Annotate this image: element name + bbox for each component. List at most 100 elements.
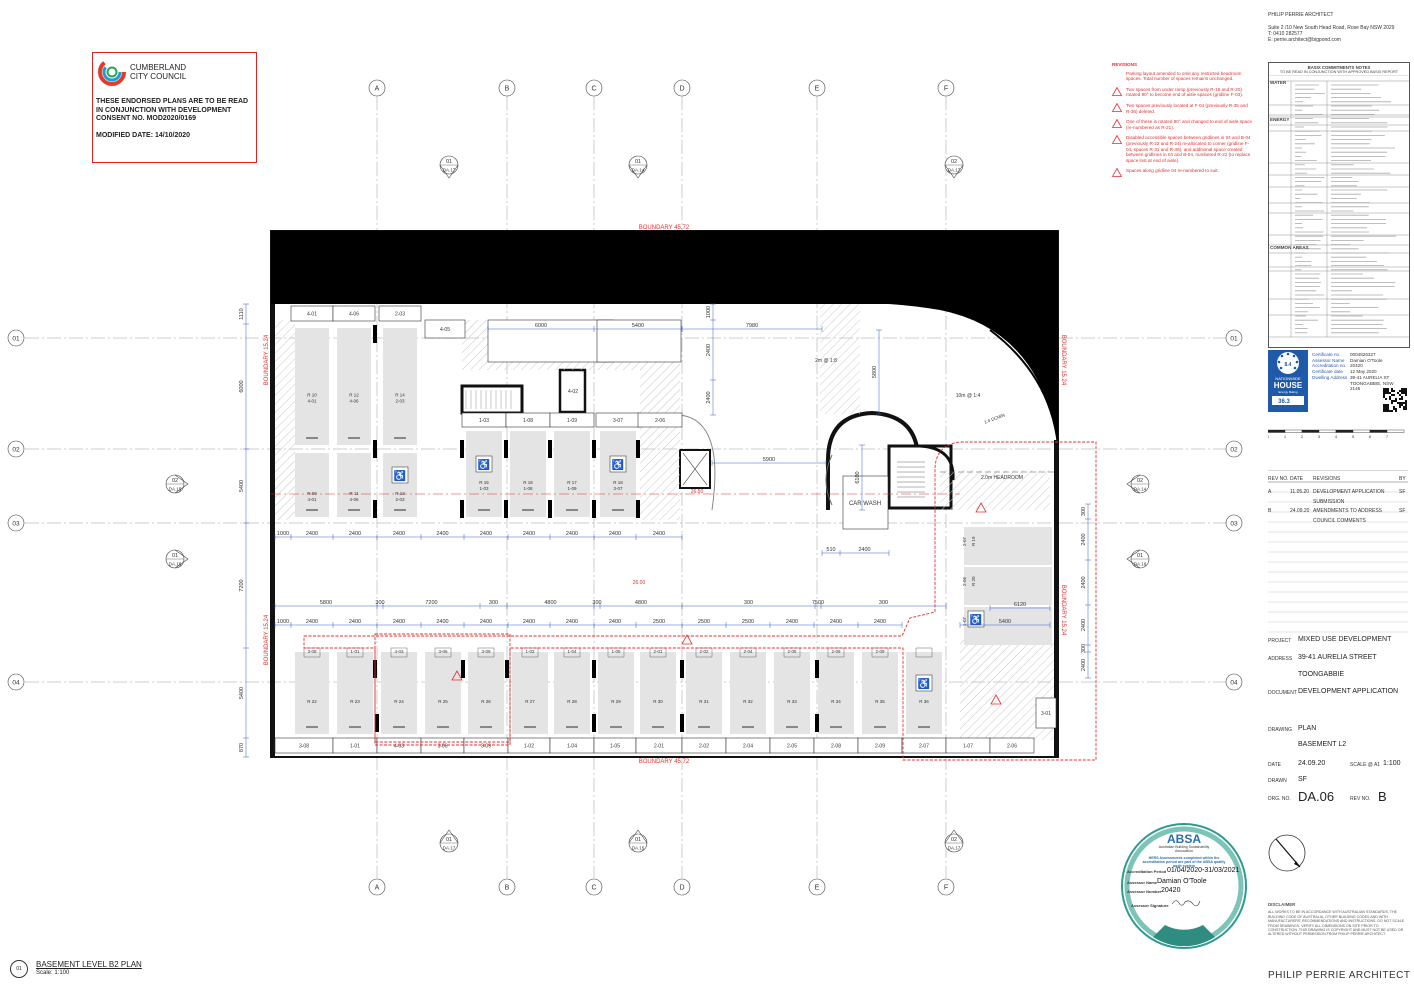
parking-space-row04-unit: 3-09	[481, 649, 491, 654]
parking-space-row04	[862, 652, 898, 734]
parking-space-row04-wheelstop	[698, 726, 710, 728]
dim-misc3-label: 6120	[1014, 602, 1026, 608]
dim-row-c-label: 2400	[874, 619, 886, 625]
scale-bar-tick: 5	[1352, 434, 1355, 439]
dim-carwash-label: 6100	[855, 471, 861, 483]
drg-no-label: DRG. NO.	[1268, 796, 1291, 802]
badge-line3: Energy Rating	[1278, 390, 1297, 394]
section-marker-ref: DA.17	[443, 846, 456, 851]
qr-module	[1383, 396, 1385, 398]
qr-module	[1401, 392, 1403, 394]
certificate-row-value: 12 May 2020	[1350, 369, 1377, 374]
structural-column	[592, 714, 596, 732]
scale-bar-segment	[1285, 430, 1302, 433]
structural-column	[461, 660, 465, 678]
basix-subtitle: TO BE READ IN CONJUNCTION WITH APPROVED …	[1269, 70, 1409, 74]
scale-value: 1:100	[1383, 760, 1401, 767]
revision-row-desc: AMENDMENTS TO ADDRESS	[1313, 508, 1382, 514]
storage-bottom-label: 2-08	[831, 744, 841, 750]
dim-row-b-label: 300	[375, 600, 384, 606]
drawn-label: DRAWN	[1268, 778, 1287, 784]
scale-bar-tick: 4	[1335, 434, 1338, 439]
dim-row-a-label: 2400	[393, 531, 405, 537]
scale-bar-tick: 6	[1369, 434, 1372, 439]
dim-row-c-label: 2400	[566, 619, 578, 625]
revision-row-desc: SUBMISSION	[1313, 499, 1344, 505]
parking-space-right	[964, 527, 1052, 565]
parking-space-row04	[686, 652, 722, 734]
section-marker: 02DA.17	[945, 156, 963, 178]
storage-bottom-label: 2-06	[1007, 744, 1017, 750]
revision-row-date: 24.09.20	[1290, 508, 1309, 514]
parking-space-mid-wheelstop	[522, 509, 534, 511]
address-label: ADDRESS	[1268, 656, 1292, 662]
hatched-zone	[275, 320, 295, 520]
qr-module	[1405, 394, 1407, 396]
storage-bottom-label: 2-09	[875, 744, 885, 750]
parking-space-row04	[425, 652, 461, 734]
date-value: 24.09.20	[1298, 760, 1325, 767]
energy-certificate: Certificate no.0004826327Assessor NameDa…	[1312, 352, 1394, 392]
dim-vert-right-label: 2400	[1081, 533, 1087, 545]
parking-space-row04-unit: 2-02	[699, 649, 709, 654]
qr-module	[1387, 388, 1389, 390]
parking-space-mid-rnumber: R 15	[479, 480, 489, 485]
parking-space-mid	[554, 431, 590, 517]
dim-vert-left-label: 5400	[239, 480, 245, 492]
dim-vert-right-label: 2400	[1081, 619, 1087, 631]
certificate-row-value: Damian O'Toole	[1350, 358, 1383, 363]
revision-triangle-icon	[1112, 168, 1122, 177]
parking-space-row04-unit: 1-05	[611, 649, 621, 654]
parking-space-upper-unit: 2-03	[395, 399, 405, 404]
absa-number: 20420	[1161, 887, 1180, 894]
parking-space-lower-unit: 4-01	[307, 497, 317, 502]
dim-row-a-label: 2400	[349, 531, 361, 537]
qr-module	[1387, 408, 1389, 410]
qr-module	[1383, 390, 1385, 392]
qr-module	[1405, 388, 1407, 390]
dim-vert-right-label: 300	[1081, 644, 1087, 653]
parking-space-upper-rnumber: R 12	[349, 393, 359, 398]
council-endorsement-stamp: CUMBERLAND CITY COUNCIL THESE ENDORSED P…	[92, 52, 257, 163]
parking-space-mid-unit: 1-03	[479, 486, 489, 491]
qr-module	[1383, 388, 1385, 390]
qr-module	[1387, 392, 1389, 394]
parking-space-row04-wheelstop	[480, 726, 492, 728]
parking-space-row04-unit: 2-05	[787, 649, 797, 654]
parking-space-row04-rnumber: R 24	[394, 699, 404, 704]
parking-space-row04-rnumber: R 25	[438, 699, 448, 704]
parking-space-mid-unit: 1-08	[523, 486, 533, 491]
parking-space-row04-wheelstop	[742, 726, 754, 728]
revision-row-rev: B	[1268, 508, 1271, 514]
nationwide-house-rating-badge: 8.4 NATIONWIDE HOUSE Energy Rating 36.3	[1268, 350, 1308, 412]
grid-label-B: B	[505, 885, 510, 892]
grid-label-E: E	[815, 885, 820, 892]
qr-module	[1383, 394, 1385, 396]
qr-module	[1393, 406, 1395, 408]
qr-module	[1405, 392, 1407, 394]
grid-label-01: 01	[1230, 336, 1238, 343]
structural-column	[373, 500, 377, 518]
storage-bottom-label: 3-08	[299, 744, 309, 750]
drg-no-value: DA.06	[1298, 789, 1334, 804]
qr-module	[1403, 402, 1405, 404]
dim-row-c-label: 2400	[436, 619, 448, 625]
storage-top-label: 4-05	[440, 327, 450, 333]
revision-note: Spaces along gridline 04 re-numbered to …	[1112, 168, 1252, 174]
absa-period: 01/04/2020-31/03/2021	[1167, 867, 1239, 874]
certificate-row-value: 20420	[1350, 363, 1363, 368]
section-marker-ref: DA.17	[443, 168, 456, 173]
structural-column	[815, 714, 819, 732]
absa-name: Damian O'Toole	[1157, 878, 1207, 885]
headroom-label: 2.0m HEADROOM	[981, 475, 1023, 481]
qr-module	[1401, 390, 1403, 392]
dim-vert-left-label: 1110	[239, 308, 245, 319]
grid-label-04: 04	[12, 680, 20, 687]
parking-space-row04-rnumber: R 34	[831, 699, 841, 704]
qr-module	[1385, 404, 1387, 406]
parking-space-row04-wheelstop	[830, 726, 842, 728]
dim-vert-mid-label: 2400	[706, 391, 712, 403]
certificate-row-value: 0004826327	[1350, 352, 1376, 357]
parking-space-row04-rnumber: R 36	[919, 699, 929, 704]
qr-module	[1393, 400, 1395, 402]
